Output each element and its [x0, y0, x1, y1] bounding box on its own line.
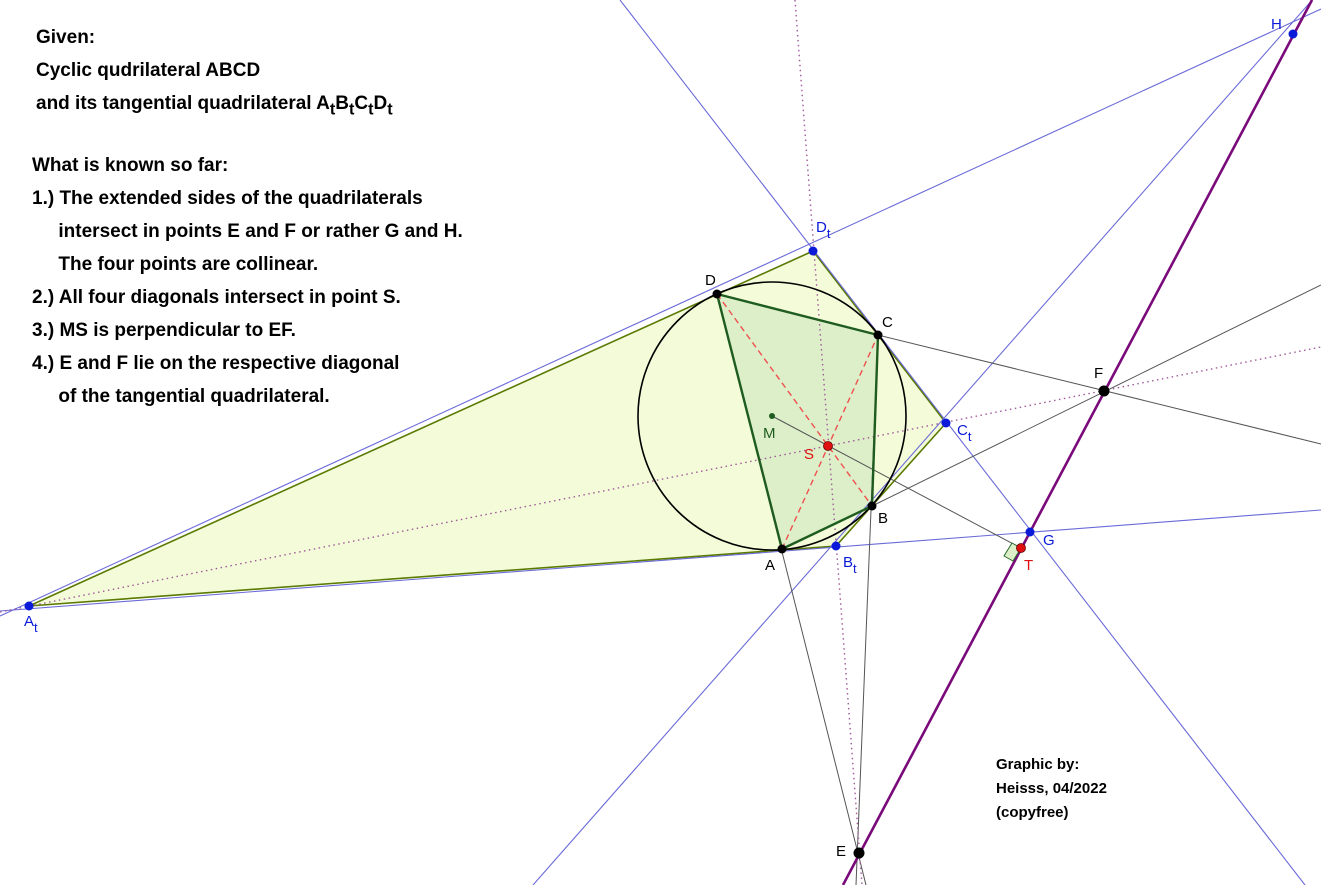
given-line-2: and its tangential quadrilateral AtBtCtD… [36, 87, 393, 127]
points [24, 29, 1298, 859]
point-Dt [808, 246, 818, 256]
point-B [867, 501, 877, 511]
point-D [712, 289, 722, 299]
label-Dt: Dt [816, 219, 831, 241]
known-title: What is known so far: [32, 155, 229, 176]
label-C: C [882, 314, 893, 331]
point-Bt [831, 541, 841, 551]
known-item-3: 3.) MS is perpendicular to EF. [32, 320, 296, 341]
label-F: F [1094, 365, 1103, 382]
point-E [853, 847, 865, 859]
credit-line-3: (copyfree) [996, 804, 1069, 821]
point-At [24, 601, 34, 611]
known-item-1-cont-a: intersect in points E and F or rather G … [32, 221, 463, 242]
polar-line-EF [841, 0, 1314, 885]
label-Bt: Bt [843, 554, 857, 576]
given-title: Given: [36, 27, 96, 48]
label-S: S [804, 446, 814, 463]
label-A: A [765, 557, 775, 574]
known-item-1-cont-b: The four points are collinear. [32, 254, 319, 275]
circumcircle [637, 281, 907, 551]
point-S [823, 441, 833, 451]
point-G [1025, 527, 1035, 537]
point-Ct [941, 418, 951, 428]
point-C [873, 330, 883, 340]
known-item-1: 1.) The extended sides of the quadrilate… [32, 188, 423, 209]
known-item-2: 2.) All four diagonals intersect in poin… [32, 287, 401, 308]
label-At: At [24, 613, 38, 635]
point-labels: A B C D M S At Bt Ct Dt E F G H T [24, 16, 1282, 860]
label-H: H [1271, 16, 1282, 33]
point-M [769, 413, 775, 419]
credit-line-2: Heisss, 04/2022 [996, 780, 1107, 797]
point-H [1288, 29, 1298, 39]
label-E: E [836, 843, 846, 860]
given-line-1: Cyclic qudrilateral ABCD [36, 60, 261, 81]
cyclic-diagonals [716, 293, 879, 550]
point-A [777, 544, 787, 554]
label-M: M [763, 425, 776, 442]
known-item-4: 4.) E and F lie on the respective diagon… [32, 353, 400, 374]
tangential-quad-name: AtBtCtDt [316, 93, 393, 119]
cyclic-quadrilateral-fill [717, 294, 878, 549]
credit-line-1: Graphic by: [996, 756, 1080, 773]
label-T: T [1024, 557, 1033, 574]
known-item-4-cont: of the tangential quadrilateral. [32, 386, 330, 407]
label-Ct: Ct [957, 422, 972, 444]
given-line-2-prefix: and its tangential quadrilateral [36, 93, 317, 114]
label-B: B [878, 510, 888, 527]
point-T [1016, 543, 1026, 553]
point-F [1098, 385, 1110, 397]
label-D: D [705, 272, 716, 289]
label-G: G [1043, 532, 1055, 549]
